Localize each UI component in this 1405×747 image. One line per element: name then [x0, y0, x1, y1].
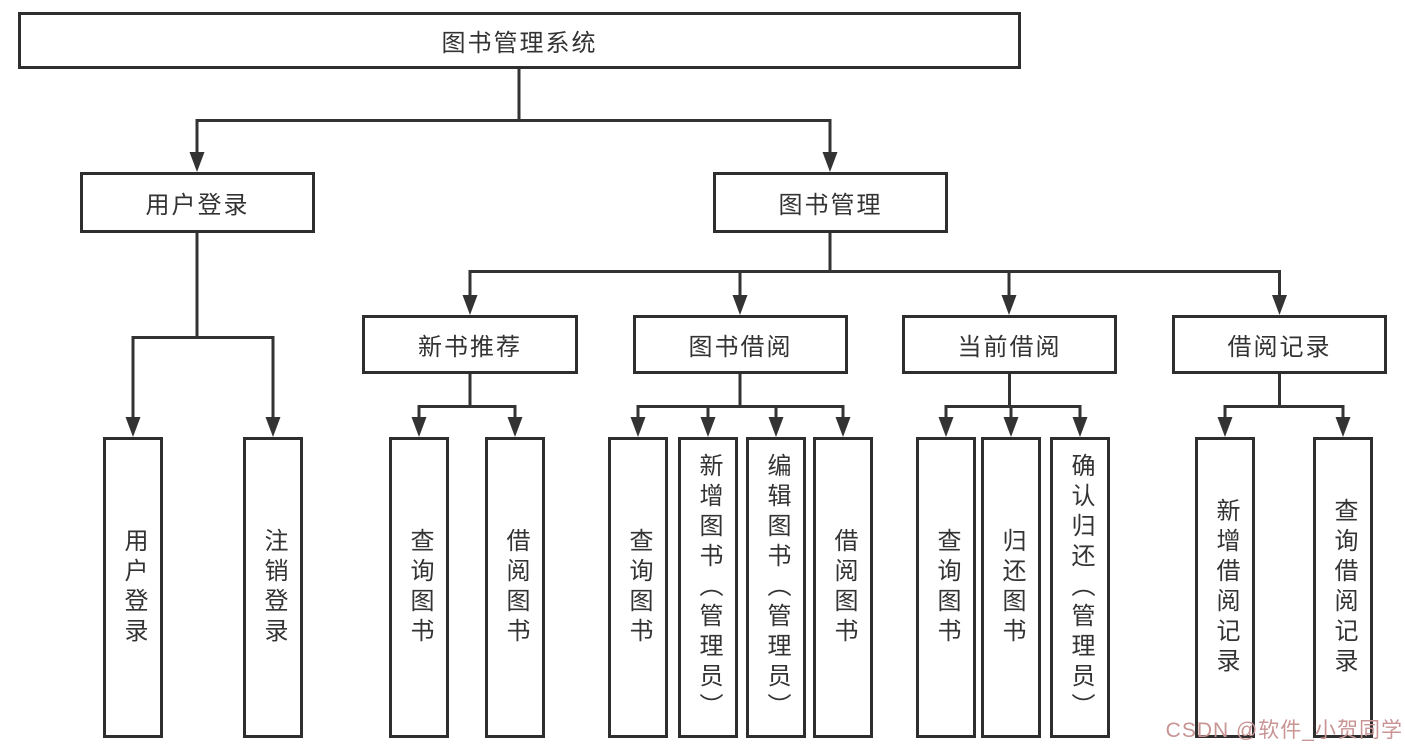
arrow-down-icon: [1072, 417, 1088, 437]
arrowheads-level2: [462, 295, 1287, 315]
arrow-down-icon: [462, 295, 478, 315]
node-root-system: 图书管理系统: [18, 12, 1021, 69]
leaf-user-login: 用户登录: [103, 437, 163, 738]
leaf-nbr-query-books: 查询图书: [389, 437, 449, 738]
arrowheads-level1: [189, 152, 838, 172]
node-new-book-recommend: 新书推荐: [362, 315, 578, 374]
arrow-down-icon: [938, 417, 954, 437]
arrow-down-icon: [265, 417, 281, 437]
arrow-down-icon: [700, 417, 716, 437]
connector-user-login-to-leaves: [131, 233, 275, 420]
leaf-cb-query-books: 查询图书: [916, 437, 976, 738]
arrow-down-icon: [1003, 417, 1019, 437]
arrowheads-new-book-leaves: [411, 417, 523, 437]
arrow-down-icon: [630, 417, 646, 437]
leaf-br-add-record: 新增借阅记录: [1195, 437, 1255, 738]
leaf-cb-confirm-return-admin: 确认归还（管理员）: [1050, 437, 1110, 738]
arrow-down-icon: [835, 417, 851, 437]
arrowheads-book-borrow-leaves: [630, 417, 851, 437]
node-book-borrow: 图书借阅: [633, 315, 848, 374]
node-borrow-records: 借阅记录: [1172, 315, 1387, 374]
leaf-nbr-borrow-books: 借阅图书: [485, 437, 545, 738]
arrow-down-icon: [732, 295, 748, 315]
arrow-down-icon: [1217, 417, 1233, 437]
connector-current-borrow-to-leaves: [944, 374, 1082, 420]
leaf-bb-query-books: 查询图书: [608, 437, 668, 738]
connector-book-mgmt-to-level2: [468, 233, 1281, 298]
arrow-down-icon: [1001, 295, 1017, 315]
arrowheads-user-login-leaves: [125, 417, 281, 437]
arrow-down-icon: [507, 417, 523, 437]
arrow-down-icon: [411, 417, 427, 437]
leaf-bb-edit-books-admin: 编辑图书（管理员）: [746, 437, 806, 738]
connector-book-borrow-to-leaves: [636, 374, 845, 420]
node-current-borrow: 当前借阅: [902, 315, 1117, 374]
connector-borrow-records-to-leaves: [1223, 374, 1345, 420]
leaf-logout: 注销登录: [243, 437, 303, 738]
arrow-down-icon: [768, 417, 784, 437]
arrow-down-icon: [125, 417, 141, 437]
node-user-login: 用户登录: [80, 172, 315, 233]
connector-new-book-to-leaves: [417, 374, 517, 420]
leaf-br-query-record: 查询借阅记录: [1313, 437, 1373, 738]
arrow-down-icon: [1272, 295, 1287, 315]
arrow-down-icon: [822, 152, 838, 172]
leaf-cb-return-books: 归还图书: [981, 437, 1041, 738]
arrowheads-borrow-records-leaves: [1217, 417, 1351, 437]
node-book-management: 图书管理: [713, 172, 948, 233]
arrow-down-icon: [189, 152, 205, 172]
arrow-down-icon: [1335, 417, 1351, 437]
csdn-watermark: CSDN @软件_小贺同学: [1165, 719, 1403, 742]
arrowheads-current-borrow-leaves: [938, 417, 1088, 437]
connector-root-to-level1: [195, 68, 832, 155]
leaf-bb-borrow-books: 借阅图书: [813, 437, 873, 738]
leaf-bb-add-books-admin: 新增图书（管理员）: [678, 437, 738, 738]
